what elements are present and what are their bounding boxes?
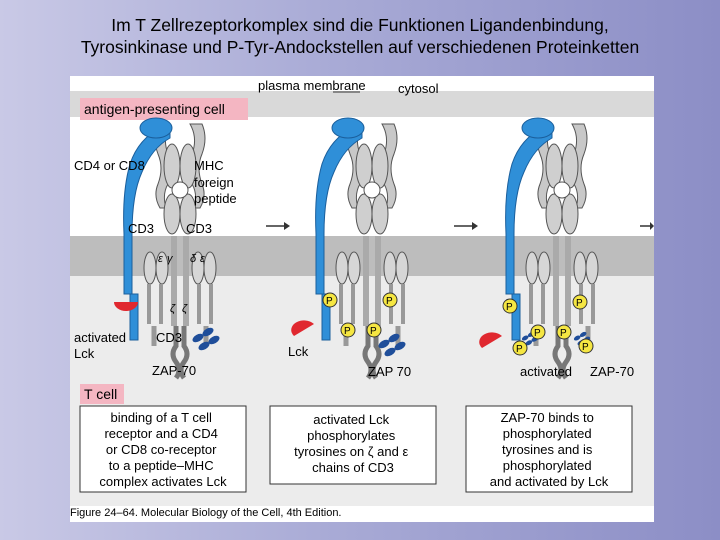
- cd3-bottom-label: CD3: [156, 330, 182, 345]
- phosphate-badge: P: [366, 322, 382, 338]
- slide-title-line-2: Tyrosinkinase und P-Tyr-Andockstellen au…: [80, 37, 640, 57]
- gamma-label: γ: [167, 253, 174, 265]
- caption-box-3: ZAP-70 binds to phosphorylated tyrosines…: [465, 405, 633, 493]
- slide-title-line-1: Im T Zellrezeptorkomplex sind die Funkti…: [111, 15, 609, 35]
- phosphate-badge: P: [340, 322, 356, 338]
- lck-label: Lck: [74, 346, 95, 361]
- svg-text:P: P: [576, 298, 583, 309]
- svg-text:P: P: [516, 344, 523, 355]
- t-cell-label: T cell: [84, 386, 117, 402]
- zap70-label-3: ZAP-70: [590, 364, 634, 379]
- lck-shape: [114, 302, 138, 311]
- phosphate-badge: P: [512, 340, 528, 356]
- apc-label-box: [80, 98, 248, 120]
- phosphate-badge: P: [502, 298, 518, 314]
- phosphate-badge: P: [382, 292, 398, 308]
- slide-title: Im T Zellrezeptorkomplex sind die Funkti…: [0, 14, 720, 58]
- phosphate-badge: P: [556, 324, 572, 340]
- svg-text:P: P: [534, 328, 541, 339]
- zeta-label: ζ: [170, 303, 176, 315]
- svg-text:P: P: [344, 326, 351, 337]
- svg-text:P: P: [560, 328, 567, 339]
- delta-label: δ: [190, 253, 197, 265]
- peptide-label: peptide: [194, 191, 237, 206]
- svg-text:activated Lck phosphoryl: activated Lck phosphorylates tyrosines o…: [294, 412, 412, 475]
- caption-box-2: activated Lck phosphorylates tyrosines o…: [269, 405, 437, 485]
- zeta-label: ζ: [182, 303, 188, 315]
- arrow-right-icon: [266, 222, 290, 230]
- svg-text:P: P: [370, 326, 377, 337]
- lck-shape: [291, 320, 314, 336]
- tcr-signaling-diagram: plasma membrane cytosol antigen-presenti…: [70, 76, 654, 519]
- cd3-left-label: CD3: [128, 221, 154, 236]
- mhc-label: MHC: [194, 158, 224, 173]
- svg-text:P: P: [506, 302, 513, 313]
- svg-text:P: P: [326, 296, 333, 307]
- phosphate-badge: P: [322, 292, 338, 308]
- foreign-label: foreign: [194, 175, 234, 190]
- activated-label-3: activated: [520, 364, 572, 379]
- svg-text:binding of a T cell rece: binding of a T cell receptor and a CD4 o…: [99, 410, 227, 489]
- cytosol-label: cytosol: [398, 81, 439, 96]
- svg-text:P: P: [386, 296, 393, 307]
- lck-label-2: Lck: [288, 344, 309, 359]
- svg-text:ZAP-70 binds to phosphor: ZAP-70 binds to phosphorylated tyrosines…: [490, 410, 609, 489]
- arrow-right-icon: [454, 222, 478, 230]
- cd4-or-cd8-label: CD4 or CD8: [74, 158, 145, 173]
- svg-text:P: P: [582, 342, 589, 353]
- activated-label: activated: [74, 330, 126, 345]
- figure-panel: plasma membrane cytosol antigen-presenti…: [70, 76, 654, 522]
- caption-box-1: binding of a T cell receptor and a CD4 o…: [79, 405, 247, 493]
- figure-caption: Figure 24–64. Molecular Biology of the C…: [70, 507, 342, 519]
- phosphate-badge: P: [530, 324, 546, 340]
- epsilon-label: ε: [200, 253, 205, 265]
- t-cell-label-box: [80, 384, 124, 404]
- cd3-right-label: CD3: [186, 221, 212, 236]
- apc-label: antigen-presenting cell: [84, 101, 225, 117]
- phosphate-badge: P: [572, 294, 588, 310]
- phosphate-badge: P: [578, 338, 594, 354]
- zap70-label-1: ZAP-70: [152, 363, 196, 378]
- epsilon-label: ε: [158, 253, 163, 265]
- zap70-label-2: ZAP 70: [368, 364, 411, 379]
- lck-shape: [479, 332, 502, 348]
- arrow-right-icon: [640, 222, 654, 230]
- plasma-membrane-label: plasma membrane: [258, 78, 366, 93]
